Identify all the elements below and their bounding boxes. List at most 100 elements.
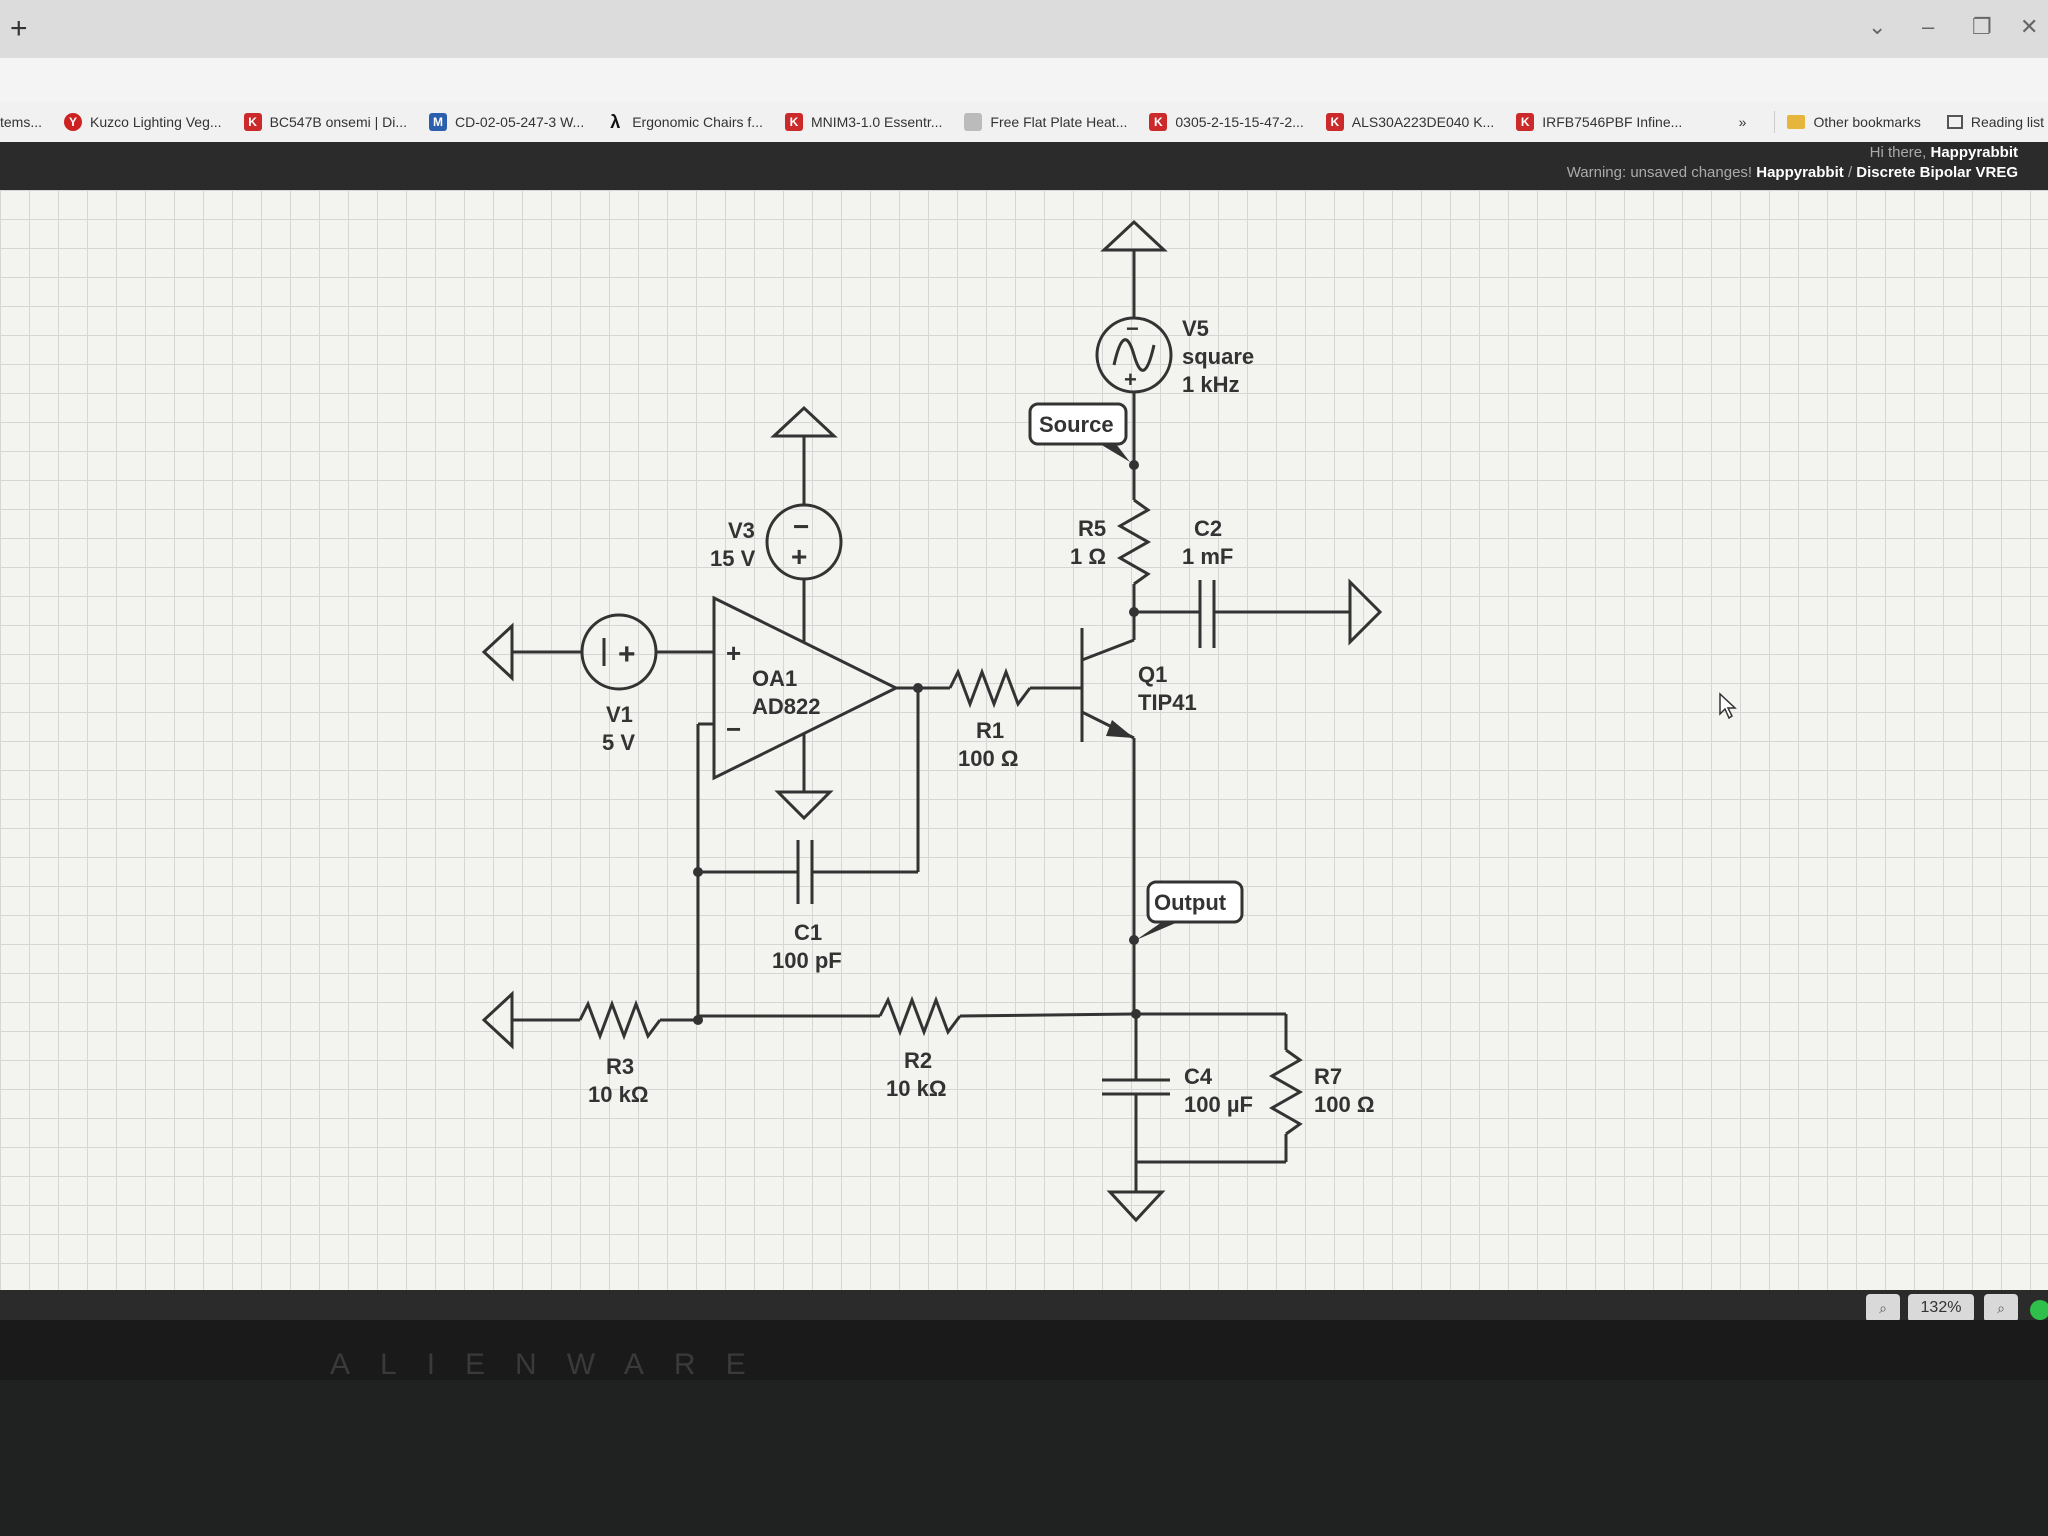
r7-name: R7 — [1314, 1064, 1342, 1089]
oa1-value: AD822 — [752, 694, 820, 719]
output-label-pointer — [1136, 922, 1178, 940]
source-label-text: Source — [1039, 412, 1114, 437]
close-icon[interactable]: ✕ — [2020, 14, 2039, 39]
q1-emitter-arrow — [1106, 720, 1134, 738]
v1-rail-arrow — [481, 622, 514, 682]
output-net-label[interactable] — [1146, 880, 1244, 924]
k-site-icon: K — [1325, 113, 1344, 131]
breadcrumb-user[interactable]: Happyrabbit — [1756, 164, 1844, 181]
k-site-icon: K — [1516, 113, 1535, 131]
bookmarks-overflow[interactable]: » — [1738, 114, 1747, 130]
v3-name: V3 — [728, 518, 755, 543]
c2-value: 1 mF — [1182, 544, 1233, 569]
minimize-icon[interactable]: – — [1922, 14, 1935, 39]
m-site-icon: M — [429, 113, 448, 131]
r3-name: R3 — [606, 1054, 634, 1079]
v1-name: V1 — [606, 702, 633, 727]
ground-arrow — [1106, 1190, 1166, 1223]
status-bar — [0, 1290, 2048, 1320]
r3-port-arrow — [481, 990, 514, 1050]
k-site-icon: K — [243, 113, 262, 131]
kuzco-icon: Y — [64, 113, 83, 131]
v5-minus: − — [1126, 316, 1139, 341]
breadcrumb: Warning: unsaved changes! Happyrabbit / … — [1566, 164, 2018, 181]
v5-rail-arrow — [1100, 219, 1168, 252]
wire — [959, 1012, 1135, 1018]
r5-resistor[interactable] — [1116, 498, 1152, 586]
bookmark-0[interactable]: tems... — [0, 114, 43, 130]
r3-resistor[interactable] — [578, 999, 662, 1041]
plus-icon[interactable]: + — [10, 12, 28, 45]
connection-status-dot — [2030, 1300, 2048, 1320]
r1-value: 100 Ω — [958, 746, 1018, 771]
r7-value: 100 Ω — [1314, 1092, 1374, 1117]
user-name[interactable]: Happyrabbit — [1930, 144, 2018, 161]
mouse-cursor-icon — [1719, 692, 1737, 720]
c4-name: C4 — [1184, 1064, 1213, 1089]
greeting: Hi there, Happyrabbit — [1869, 144, 2018, 161]
k-site-icon: K — [784, 113, 803, 131]
r5-value: 1 Ω — [1070, 544, 1106, 569]
sine-wave-icon — [1112, 338, 1156, 372]
r1-name: R1 — [976, 718, 1004, 743]
v3-minus: − — [793, 511, 809, 542]
r3-value: 10 kΩ — [588, 1082, 648, 1107]
v3-value: 15 V — [710, 546, 756, 571]
oa1-ground-arrow — [774, 790, 834, 821]
schematic-canvas[interactable]: − + V5 square 1 kHz Source R5 1 Ω C2 1 m… — [0, 190, 2048, 1290]
desk-area — [0, 1380, 2048, 1536]
v5-plus: + — [1124, 367, 1137, 392]
r7-resistor[interactable] — [1268, 1048, 1304, 1136]
c4-value: 100 µF — [1184, 1092, 1253, 1117]
v5-name: V5 — [1182, 316, 1209, 341]
chevron-down-icon[interactable]: ⌄ — [1868, 14, 1887, 39]
lambda-icon: λ — [610, 112, 621, 132]
schematic-diagram: − + V5 square 1 kHz Source R5 1 Ω C2 1 m… — [481, 219, 1737, 1223]
q1-collector — [1081, 638, 1135, 662]
page-icon — [964, 113, 983, 131]
c2-port-arrow — [1348, 578, 1383, 646]
junction — [1129, 935, 1139, 945]
k-site-icon: K — [1149, 113, 1168, 131]
bookmark-6[interactable]: Free Flat Plate Heat... — [964, 113, 1127, 131]
app-header: Hi there, Happyrabbit Warning: unsaved c… — [0, 142, 2048, 190]
c2-name: C2 — [1194, 516, 1222, 541]
junction — [1129, 460, 1139, 470]
reading-list-icon — [1946, 115, 1963, 129]
r1-resistor[interactable] — [948, 667, 1032, 709]
r2-name: R2 — [904, 1048, 932, 1073]
v3-plus: + — [791, 541, 807, 572]
r2-value: 10 kΩ — [886, 1076, 946, 1101]
restore-icon[interactable]: ❐ — [1972, 14, 1992, 39]
output-label-text: Output — [1154, 890, 1227, 915]
zoom-out-icon[interactable]: ⌕ — [1866, 1294, 1900, 1320]
q1-value: TIP41 — [1138, 690, 1197, 715]
v5-value: square — [1182, 344, 1254, 369]
q1-name: Q1 — [1138, 662, 1167, 687]
source-net-label[interactable] — [1028, 402, 1128, 446]
source-label-pointer — [1100, 444, 1130, 462]
v1-plus: + — [618, 638, 636, 671]
folder-icon — [1787, 115, 1806, 129]
tab-strip: + ⌄ – ❐ ✕ — [0, 0, 2048, 59]
zoom-level: 132% — [1908, 1294, 1974, 1320]
v3-rail-arrow — [770, 405, 838, 438]
project-title[interactable]: Discrete Bipolar VREG — [1856, 164, 2018, 181]
r2-resistor[interactable] — [878, 995, 962, 1037]
reading-list[interactable]: Reading list — [1970, 114, 2044, 130]
oa1-name: OA1 — [752, 666, 797, 691]
c1-name: C1 — [794, 920, 822, 945]
v1-value: 5 V — [602, 730, 635, 755]
bookmarks-right: » Other bookmarks Reading list — [1739, 102, 2048, 142]
other-bookmarks[interactable]: Other bookmarks — [1813, 114, 1921, 130]
zoom-in-icon[interactable]: ⌕ — [1984, 1294, 2018, 1320]
